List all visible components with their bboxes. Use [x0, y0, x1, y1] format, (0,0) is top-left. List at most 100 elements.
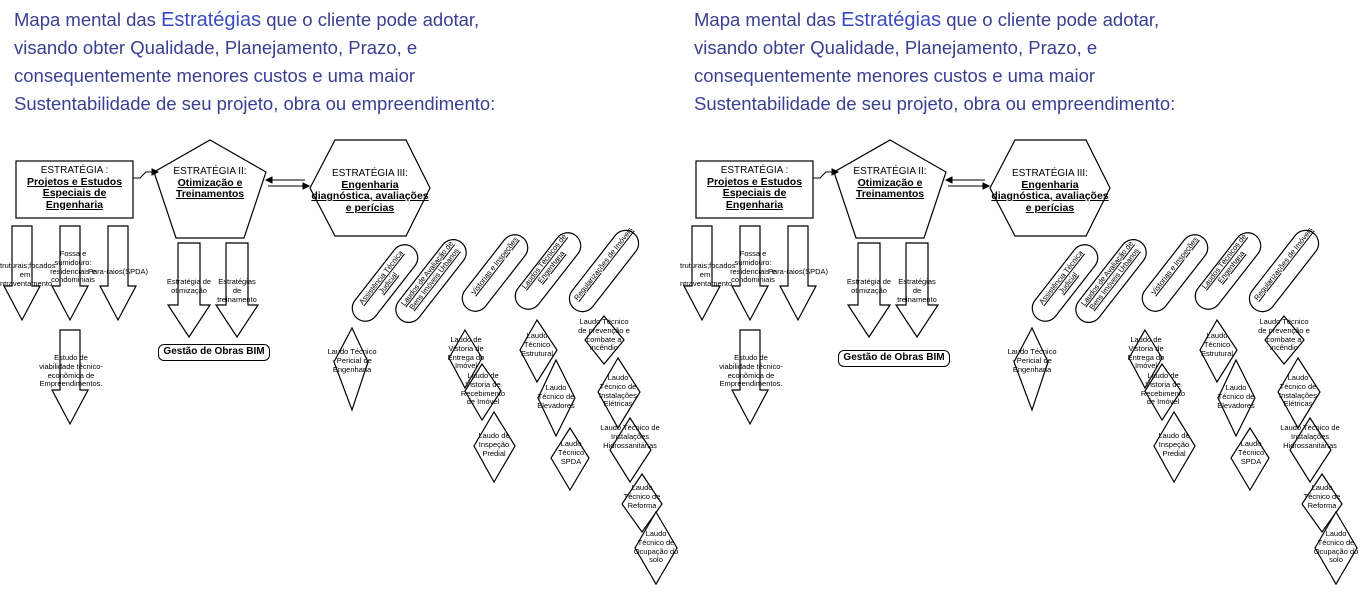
- arrow-label: Para-raios(SPDA): [88, 267, 149, 276]
- heading-highlight: Estratégias: [841, 9, 942, 31]
- mindmap-panel-right: Mapa mental das Estratégias que o client…: [680, 0, 1363, 600]
- down-arrow: [731, 225, 769, 322]
- item-label: Laudo Técnico de Reforma: [623, 483, 661, 510]
- strategy-1-box: [15, 160, 134, 219]
- item-label: Laudo Técnico de Elevadores: [1217, 383, 1255, 410]
- item-diamond: [1153, 410, 1196, 484]
- item-label: Laudo de Inspeção Predial: [478, 431, 510, 458]
- strategy-label: ESTRATÉGIA III:: [332, 168, 408, 179]
- item-label: Laudo de Inspeção Predial: [1158, 431, 1190, 458]
- arrow-label: Estratégia de otimização: [166, 277, 212, 295]
- strategy-2-pentagon: [153, 139, 267, 239]
- item-label: Laudo Técnico - Pericial de Engenharia: [1007, 347, 1057, 374]
- heading-text: que o cliente pode adotar,: [261, 9, 480, 30]
- item-diamond: [333, 326, 369, 412]
- category-pill: [395, 239, 467, 323]
- arrow-label: Estratégia de otimização: [846, 277, 892, 295]
- bim-box: Gestão de Obras BIM: [158, 344, 270, 361]
- connector: [813, 171, 832, 179]
- arrowhead: [982, 182, 991, 190]
- item-diamond: [519, 318, 558, 384]
- strategy-1-text: ESTRATÉGIA : Projetos e Estudos Especiai…: [18, 165, 131, 211]
- down-arrow: [99, 225, 137, 322]
- strategy-label: ESTRATÉGIA II:: [173, 166, 247, 177]
- strategy-1-text: ESTRATÉGIA : Projetos e Estudos Especiai…: [698, 165, 811, 211]
- down-arrow: [731, 329, 769, 426]
- bim-box: Gestão de Obras BIM: [838, 350, 950, 367]
- arrow-label: truturais;focados em ntraventamento: [680, 261, 736, 288]
- category-pill: [568, 229, 640, 313]
- item-diamond: [621, 472, 663, 534]
- item-label: Laudo Técnico Estrutural: [520, 331, 554, 358]
- strategy-title: Otimização e Treinamentos: [855, 176, 925, 200]
- item-label: Laudo Técnico de Ocupação do solo: [1313, 529, 1359, 565]
- heading: Mapa mental das Estratégias que o client…: [14, 6, 674, 118]
- heading-text: que o cliente pode adotar,: [941, 9, 1160, 30]
- item-diamond: [550, 426, 590, 492]
- item-label: Laudo Técnico SPDA: [557, 439, 585, 466]
- strategy-2-text: ESTRATÉGIA II: Otimização e Treinamentos: [840, 166, 940, 201]
- heading-text: Sustentabilidade de seu projeto, obra ou…: [14, 93, 496, 114]
- heading-text: consequentemente menores custos e uma ma…: [694, 65, 1096, 86]
- strategy-2-pentagon: [833, 139, 947, 239]
- down-arrow: [51, 329, 89, 426]
- item-diamond: [537, 358, 576, 438]
- item-label: Laudo Técnico de Instalações Elétricas: [1279, 373, 1317, 409]
- item-diamond: [597, 356, 641, 430]
- item-label: Laudo de Vistoria de Entrega do Imóvel: [1127, 335, 1165, 371]
- category-pill: [1075, 239, 1147, 323]
- item-diamond: [609, 416, 652, 484]
- item-label: Laudo Técnico Estrutural: [1200, 331, 1234, 358]
- heading: Mapa mental das Estratégias que o client…: [694, 6, 1354, 118]
- arrowhead: [944, 176, 953, 184]
- item-label: Laudo Técnico de Instalações Hidrossanit…: [1280, 423, 1340, 450]
- item-label: Laudo Técnico SPDA: [1237, 439, 1265, 466]
- strategy-3-text: ESTRATÉGIA III: Engenharia diagnóstica, …: [990, 168, 1110, 214]
- item-label: Laudo Técnico de prevenção e combate a i…: [1258, 317, 1310, 353]
- category-pill: [1141, 234, 1209, 312]
- down-arrow: [683, 225, 721, 322]
- item-diamond: [1128, 328, 1163, 390]
- down-arrow: [166, 242, 212, 339]
- strategy-title: Projetos e Estudos Especiais de Engenhar…: [706, 175, 803, 211]
- item-diamond: [1277, 356, 1321, 430]
- item-diamond: [1289, 416, 1332, 484]
- heading-text: Sustentabilidade de seu projeto, obra ou…: [694, 93, 1176, 114]
- strategy-label: ESTRATÉGIA III:: [1012, 168, 1088, 179]
- item-label: Laudo Técnico de Elevadores: [537, 383, 575, 410]
- heading-text: consequentemente menores custos e uma ma…: [14, 65, 416, 86]
- mindmap-panel-left: Mapa mental das Estratégias que o client…: [0, 6, 679, 586]
- heading-text: visando obter Qualidade, Planejamento, P…: [14, 37, 418, 58]
- strategy-title: Projetos e Estudos Especiais de Engenhar…: [26, 175, 123, 211]
- heading-text: visando obter Qualidade, Planejamento, P…: [694, 37, 1098, 58]
- item-diamond: [1144, 362, 1182, 422]
- arrow-label: Estudo de viabilidade técnico-econômica …: [39, 353, 103, 389]
- strategy-title: Engenharia diagnóstica, avaliações e per…: [311, 178, 429, 214]
- strategy-3-hexagon: [989, 139, 1111, 237]
- arrow-label: truturais;focados em ntraventamento: [0, 261, 56, 288]
- item-label: Laudo Técnico de Reforma: [1303, 483, 1341, 510]
- item-diamond: [584, 315, 625, 365]
- item-label: Laudo de Vistoria de Recebimento de Imóv…: [460, 371, 506, 407]
- down-arrow: [846, 242, 892, 339]
- item-diamond: [634, 510, 678, 586]
- strategy-label: ESTRATÉGIA :: [40, 165, 109, 176]
- item-label: Laudo Técnico de Instalações Elétricas: [599, 373, 637, 409]
- category-pill: [514, 232, 582, 310]
- arrow-label: Fossa e sumidouro: residenciais e condom…: [730, 249, 776, 285]
- item-diamond: [1301, 472, 1343, 534]
- down-arrow: [3, 225, 41, 322]
- item-diamond: [448, 328, 483, 390]
- item-diamond: [1230, 426, 1270, 492]
- item-label: Laudo Técnico de Ocupação do solo: [633, 529, 679, 565]
- arrowhead: [302, 182, 311, 190]
- strategy-label: ESTRATÉGIA :: [720, 165, 789, 176]
- down-arrow: [894, 242, 940, 339]
- category-pill: [461, 234, 529, 312]
- arrow-label: Estratégias de treinamento: [217, 277, 257, 304]
- item-diamond: [1217, 358, 1256, 438]
- arrow-label: Para-raios(SPDA): [768, 267, 829, 276]
- category-pill: [1031, 244, 1099, 322]
- item-diamond: [1264, 315, 1305, 365]
- heading-text: Mapa mental das: [14, 9, 162, 30]
